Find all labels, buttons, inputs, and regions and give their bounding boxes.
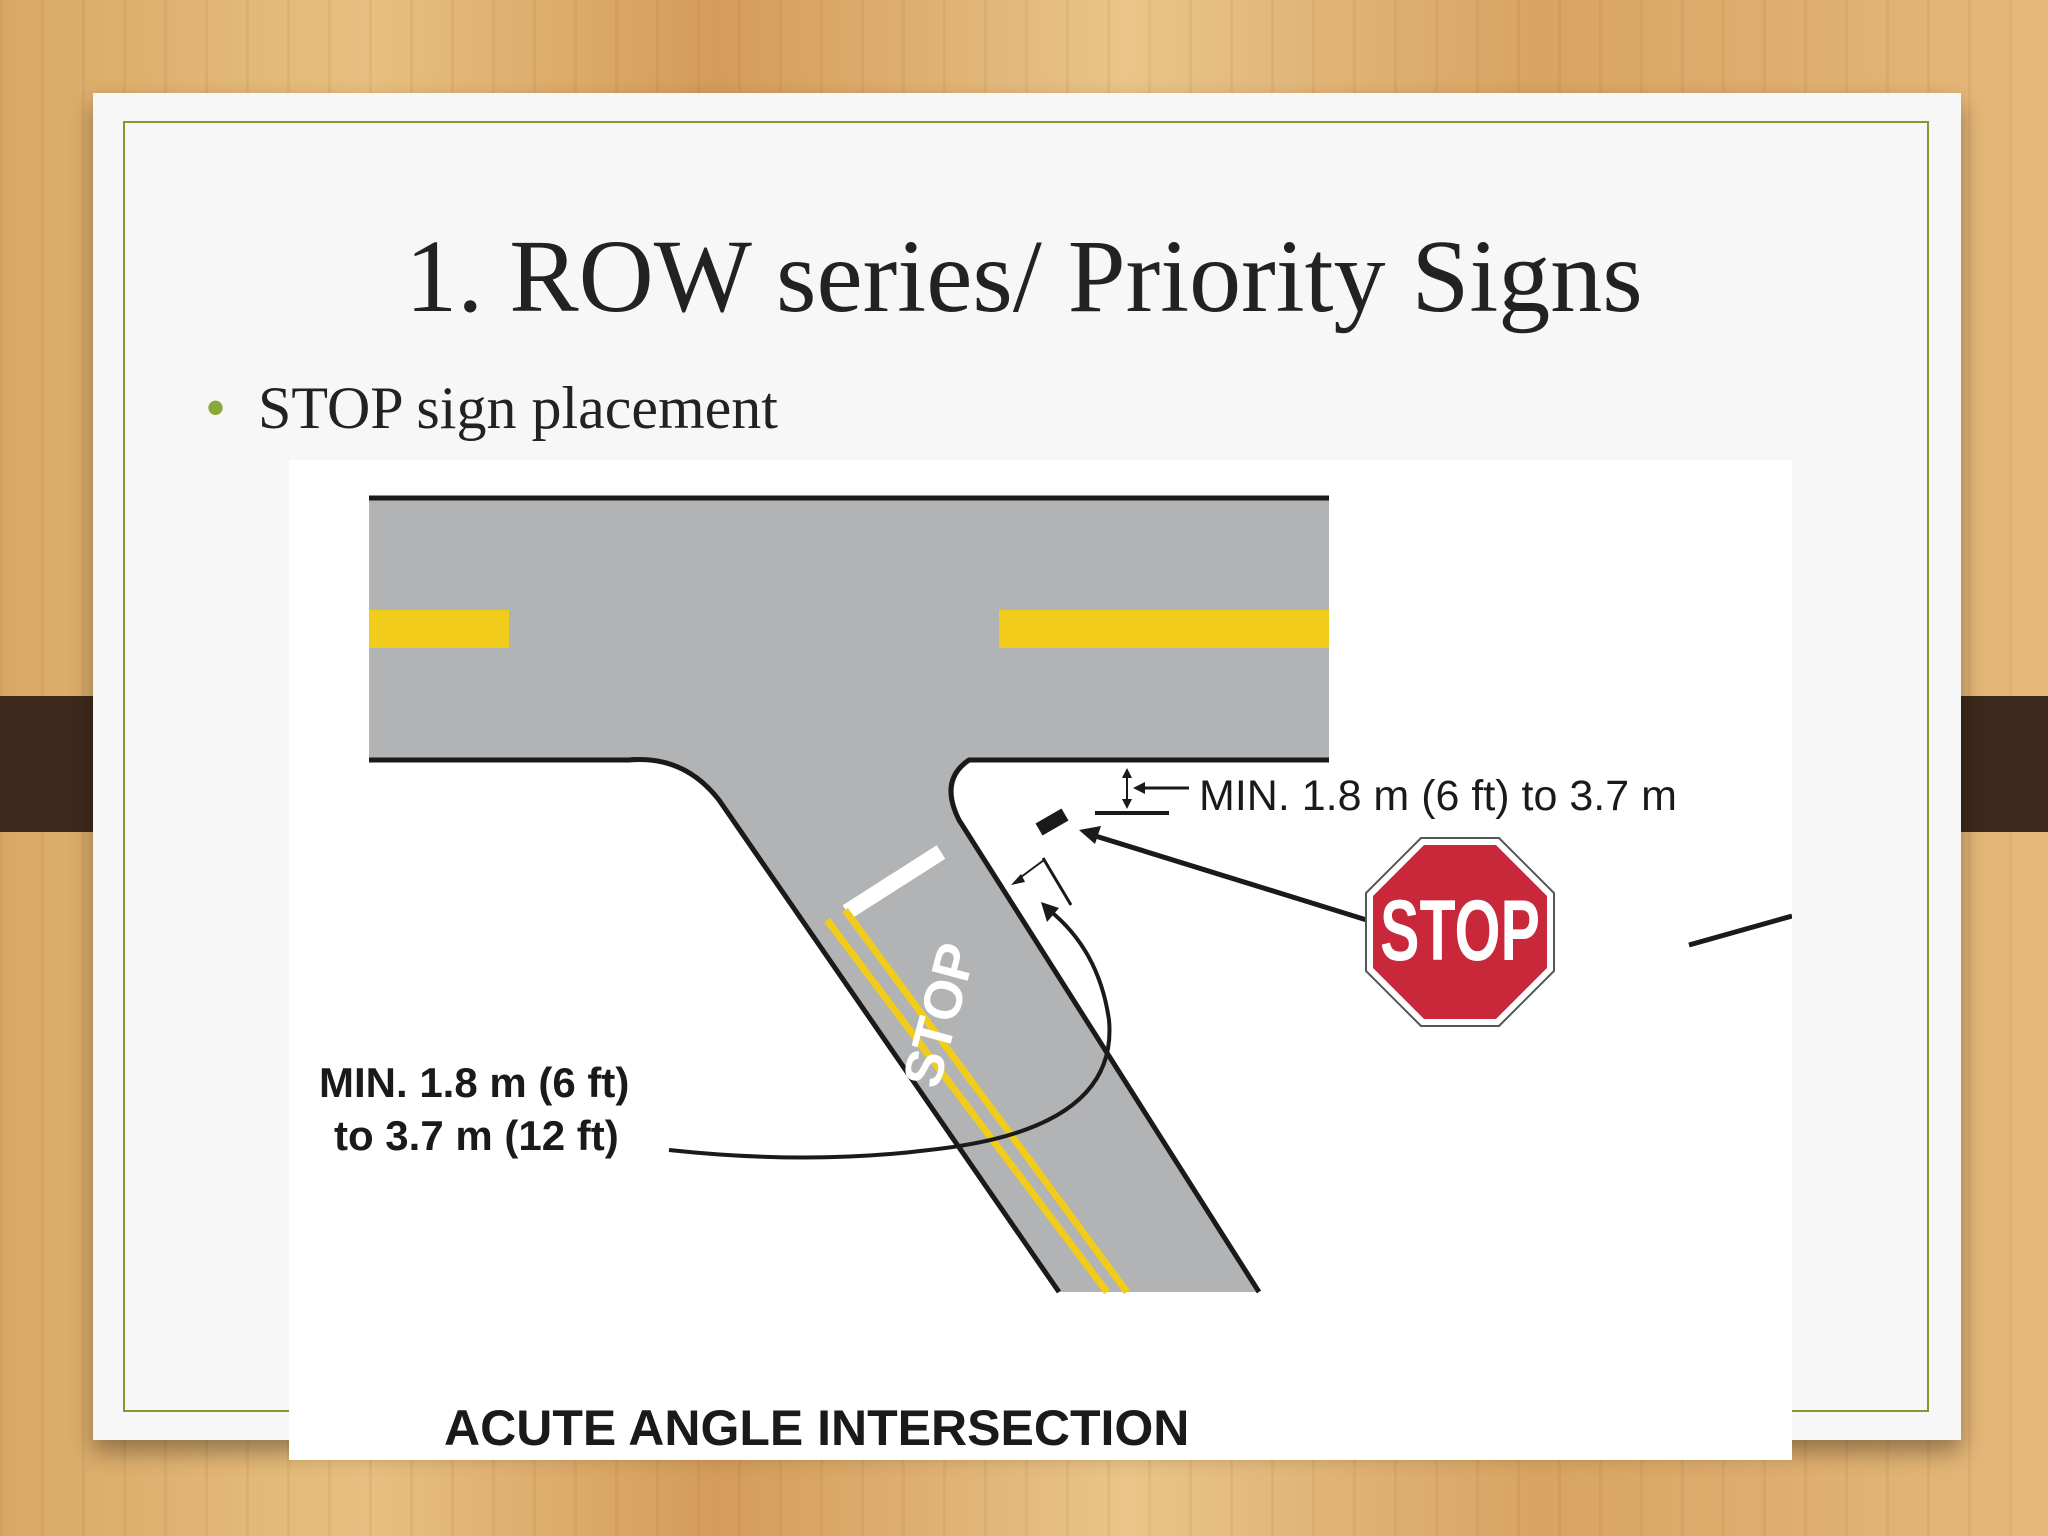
stop-bar (842, 845, 946, 919)
stop-sign-text: STOP (1380, 883, 1540, 979)
bullet-dot-icon: • (205, 375, 227, 441)
sign-leader-line-right (1688, 913, 1792, 948)
diagram-caption: ACUTE ANGLE INTERSECTION (444, 1400, 1189, 1456)
road-edge-right (948, 757, 1329, 1294)
bullet-text: STOP sign placement (258, 375, 778, 441)
road-surface (369, 498, 1329, 1292)
sign-position-marker (1035, 808, 1069, 836)
side-centerline-1 (824, 917, 1110, 1295)
label-top-dimension: MIN. 1.8 m (6 ft) to 3.7 m (1199, 772, 1677, 820)
dimension-tick-angled (1041, 857, 1073, 906)
dimension-arrowhead-down (1122, 799, 1132, 809)
stop-sign: STOP (1365, 837, 1555, 1027)
dimension-arrowhead-up (1122, 768, 1132, 778)
bullet-item: • STOP sign placement (205, 378, 778, 438)
stop-sign-face (1373, 845, 1547, 1019)
dimension-leader-arrowhead (1133, 782, 1145, 794)
centerline-dash-right (999, 610, 1329, 648)
sign-leader-line (1088, 831, 1400, 933)
label-leader-curve (668, 908, 1112, 1160)
slide-title: 1. ROW series/ Priority Signs (405, 219, 1643, 334)
centerline-dash-left (369, 610, 509, 648)
label-leader-arrowhead (1041, 902, 1059, 922)
dimension-arrowhead-angled (1011, 874, 1025, 885)
side-centerline-2 (842, 907, 1130, 1295)
label-left-line-2: to 3.7 m (12 ft) (334, 1112, 619, 1159)
intersection-diagram: STOP STOP MIN. 1.8 m (6 ft) to 3.7 m MIN… (289, 460, 1792, 1460)
diagram-svg: STOP STOP MIN. 1.8 m (6 ft) to 3.7 m MIN… (319, 495, 1792, 1456)
road-edge-left (369, 757, 1062, 1294)
sign-leader-arrowhead (1079, 826, 1101, 844)
label-left-line-1: MIN. 1.8 m (6 ft) (319, 1059, 629, 1106)
